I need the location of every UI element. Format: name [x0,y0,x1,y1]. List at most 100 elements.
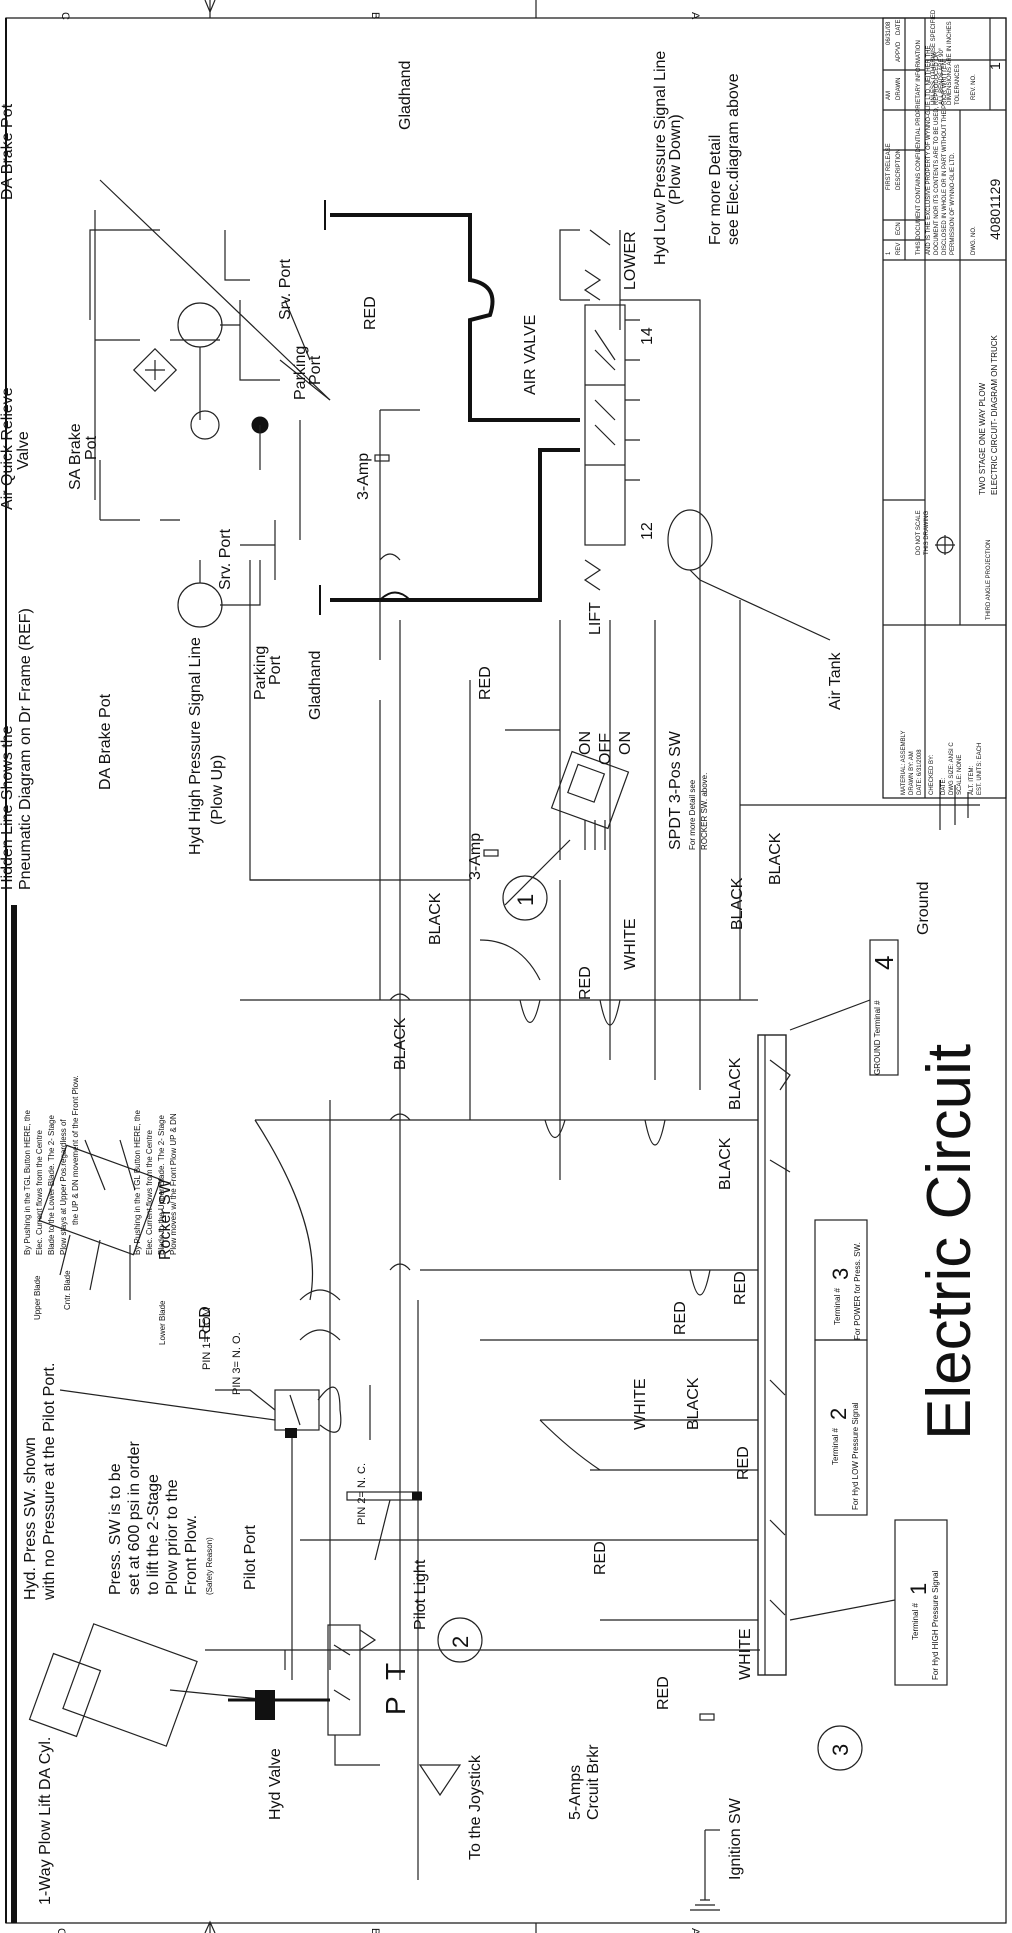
da-brake-pot [177,582,223,628]
tb-rev-no: 1 [987,62,1003,70]
label-t1-desc: For Hyd HIGH Pressure Signal [931,1570,940,1680]
wire-black-4: BLACK [392,1017,409,1070]
pneumatic-lines [319,200,580,615]
label-on-1: ON [577,731,594,755]
note-hyd-high-2: (Plow Up) [209,755,226,825]
fuse-3amp-mid [483,849,499,857]
tb-est: EST. UNITS: EACH [977,743,983,795]
label-upper-blade: Upper Blade [33,1275,42,1320]
circle-1-label: 1 [513,894,538,906]
note-press-set-6: (Safety Reason) [205,1537,214,1595]
label-srv-port-bottom: Srv. Port [217,528,234,590]
note-hidden-line-1: Hidden Line Shows the [0,725,16,890]
wire-red-top: RED [362,296,379,330]
tb-date: DATE: 6/31/2008 [917,749,923,795]
zone-letter-bottom-b: B [369,1928,381,1933]
tb-date-header: DATE [896,19,902,35]
wire-white-2: WHITE [632,1378,649,1430]
wire-red-2: RED [577,966,594,1000]
label-t3-desc: For POWER for Press. SW. [853,1242,862,1340]
wire-red-4: RED [672,1301,689,1335]
label-parking-2-bottom: Port [267,655,284,685]
terminal-2-box [814,1339,868,1516]
label-cb-2: Crcuit Brkr [585,1744,602,1820]
note-press-set-1: Press. SW is to be [107,1463,124,1595]
tb-do-not-scale-1: DO NOT SCALE [916,510,922,555]
tb-checked: CHECKED BY: [929,754,935,795]
circle-marker-3 [817,1725,863,1771]
wire-black-5: BLACK [727,1057,744,1110]
tb-unless-1: UNLESS OTHERWISE SPECIFIED [931,9,937,105]
tb-date2: DATE: [941,777,947,795]
note-press-set-3: to lift the 2-Stage [145,1474,162,1595]
tb-desc-val: FIRST RELEASE [886,143,892,190]
tb-rev-header: REV [896,243,902,255]
note-tgl-b-2: Elec. Current flows from the Centre [145,1130,154,1255]
wire-red-7: RED [655,1676,672,1710]
label-valve-14: 14 [639,327,656,345]
wire-black-7: BLACK [685,1377,702,1430]
tb-drawn-val: AM [886,91,892,100]
label-srv-port-top: Srv. Port [277,258,294,320]
label-t3: Terminal # [833,1288,842,1325]
label-lower: LOWER [622,231,639,290]
terminal-1-box [894,1519,948,1686]
note-for-more-1: For more Detail [707,135,724,245]
note-tgl-a-1: By Pushing in the TGL Button HERE, the [23,1109,32,1255]
diagram-title: Electric Circuit [915,1044,984,1440]
label-3amp-top: 3-Amp [355,453,372,500]
label-air-tank: Air Tank [827,651,844,710]
zone-letter-bottom-c: C [55,1928,67,1933]
label-lift: LIFT [587,602,604,635]
tb-rev-no-label: REV. NO. [971,74,977,100]
label-gladhand-top: Gladhand [397,61,414,130]
label-sa-brake-1: SA Brake [67,423,84,490]
air-valve [559,229,640,591]
label-pilot-port: Pilot Port [242,1525,259,1590]
wire-white-3: WHITE [737,1628,754,1680]
pilot-light [346,1491,422,1561]
label-ground: Ground [915,882,932,935]
wire-red-5: RED [735,1446,752,1480]
label-pin3: PIN 3= N. O. [231,1332,243,1395]
title-block: REV ECN DESCRIPTION DRAWN APPVD DATE 1 F… [882,9,1007,799]
note-press-set-5: Front Plow. [183,1515,200,1595]
label-parking-1-bottom: Parking [252,646,269,700]
drawing-border [5,17,1007,1924]
tb-scale: SCALE: NONE [957,755,963,795]
note-tgl-b-4: Plow moves w/ the Front Plow UP & DN [169,1113,178,1255]
zone-letter-top-c: C [59,12,71,20]
tb-dwg-no: 40801129 [987,179,1003,240]
tb-title-1: TWO STAGE ONE WAY PLOW [978,382,987,495]
circle-marker-2 [437,1617,483,1663]
note-press-set-2: set at 600 psi in order [126,1440,143,1595]
zone-letter-bottom-a: A [689,1928,701,1933]
label-parking-2-top: Port [307,355,324,385]
note-tgl-a-4: Plow stays at Upper Pos.regardless of [59,1119,68,1255]
note-spdt-1: SPDT 3-Pos SW [667,730,684,850]
zone-letter-top-a: A [689,12,701,20]
ground-terminal-box [869,939,899,1076]
label-ground-terminal-num: 4 [869,956,899,970]
label-parking-1-top: Parking [292,346,309,400]
wire-black-1: BLACK [427,892,444,945]
label-lower-blade: Lower Blade [158,1300,167,1345]
label-pilot-light: Pilot Light [412,1559,429,1630]
wire-black-6: BLACK [717,1137,734,1190]
air-tank [667,509,713,571]
label-3amp-mid: 3-Amp [467,833,484,880]
label-on-2: ON [617,731,634,755]
wire-black-3: BLACK [767,832,784,885]
terminal-bar [757,1034,787,1676]
label-t2: Terminal # [831,1428,840,1465]
tb-unless-3: DIMENSIONS ARE IN INCHES [947,21,953,105]
label-ignition: Ignition SW [727,1797,744,1880]
label-cylinder: 1-Way Plow Lift DA Cyl. [37,1737,54,1905]
note-tgl-a-3: Blade to the Lower Blade. The 2- Stage [47,1115,56,1255]
note-spdt-3: ROCKER SW. above. [700,773,709,850]
fuse-5amp [699,1713,715,1721]
label-ground-terminal: GROUND Terminal # [873,1000,882,1075]
label-port-t: T [380,1663,411,1680]
tb-apprvd-header: APPVD [896,41,902,62]
